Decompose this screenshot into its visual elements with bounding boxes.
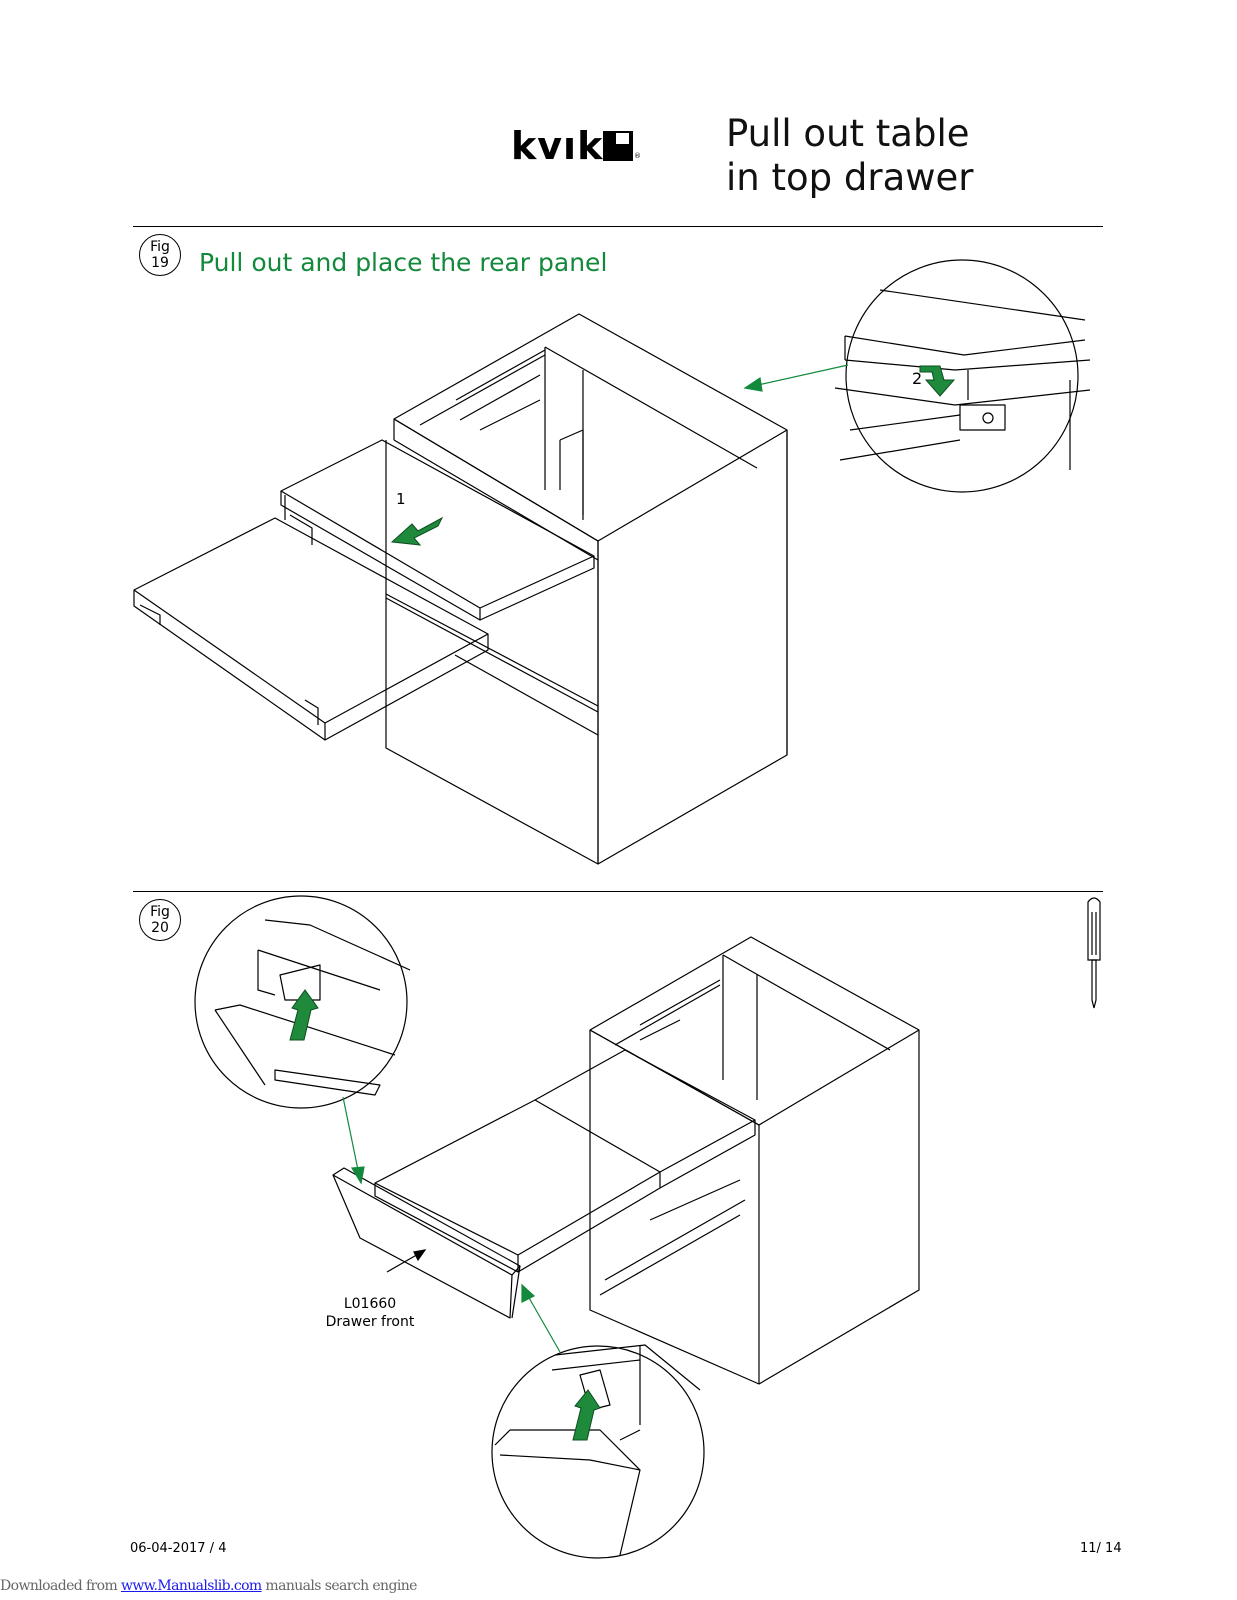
fig-19-callout-line	[757, 364, 849, 386]
registered-mark: ®	[634, 152, 641, 160]
section-divider	[133, 891, 1103, 892]
manualslib-link[interactable]: www.Manualslib.com	[121, 1578, 262, 1594]
fig-19-step-2-number: 2	[912, 369, 923, 388]
header-divider	[133, 226, 1103, 227]
screwdriver-icon	[1087, 897, 1101, 1009]
fig-20-callout-arrowhead-bottom	[521, 1283, 536, 1303]
fig-20-hook-arrow-bottom	[572, 1389, 601, 1441]
fig-20-detail-zoom-bottom	[491, 1344, 705, 1559]
page-title: Pull out table in top drawer	[726, 112, 974, 200]
footer-page-number: 11/ 14	[1080, 1541, 1122, 1556]
fig-19-pull-arrow	[390, 516, 444, 546]
fig-19-place-arrow	[919, 365, 956, 397]
fig-20-cabinet-drawing	[332, 936, 920, 1385]
brand-logo-square-notch	[616, 133, 629, 144]
part-leader-line	[386, 1252, 421, 1273]
fig-20-callout-line-top	[342, 1096, 359, 1171]
fig-20-callout-line-bottom	[527, 1295, 561, 1353]
fig-20-badge-word: Fig	[150, 904, 170, 920]
fig-19-badge: Fig 19	[139, 234, 181, 276]
fig-20-detail-zoom-top	[194, 895, 411, 1109]
download-suffix: manuals search engine	[261, 1578, 417, 1594]
download-banner: Downloaded from www.Manualslib.com manua…	[0, 1578, 417, 1594]
fig-19-badge-number: 19	[151, 255, 169, 271]
fig-19-callout-arrowhead	[743, 376, 763, 392]
part-code: L01660	[343, 1296, 397, 1312]
page-title-line1: Pull out table	[726, 112, 970, 155]
brand-logo-text: kvık	[511, 124, 604, 168]
part-label: L01660 Drawer front	[310, 1295, 430, 1331]
download-prefix: Downloaded from	[0, 1578, 121, 1594]
fig-20-badge: Fig 20	[139, 899, 181, 941]
fig-19-detail-zoom	[834, 259, 1091, 493]
fig-19-instruction: Pull out and place the rear panel	[199, 248, 608, 277]
fig-20-hook-arrow-top	[289, 989, 319, 1041]
page-title-line2: in top drawer	[726, 156, 974, 199]
footer-date-version: 06-04-2017 / 4	[130, 1541, 227, 1556]
part-leader-arrowhead	[413, 1249, 427, 1262]
fig-20-badge-number: 20	[151, 920, 169, 936]
fig-20-callout-arrowhead-top	[350, 1166, 365, 1185]
fig-19-badge-word: Fig	[150, 239, 170, 255]
part-name: Drawer front	[325, 1314, 415, 1330]
fig-19-step-1-number: 1	[396, 490, 406, 508]
fig-19-cabinet-drawing	[133, 313, 788, 865]
